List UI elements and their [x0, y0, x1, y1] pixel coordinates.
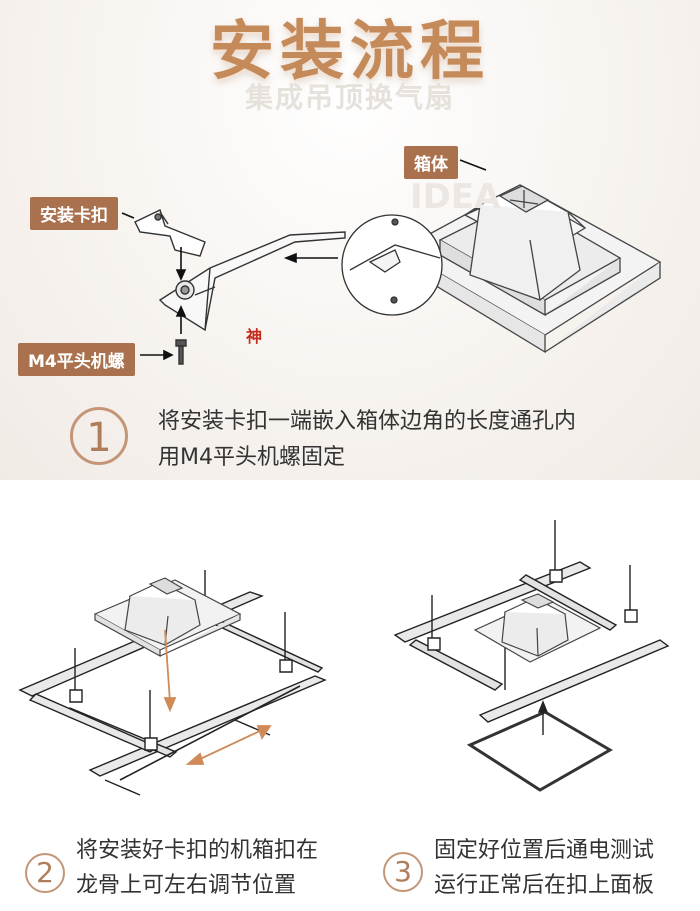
step1-number: 1: [70, 407, 128, 465]
step2-arrows: [163, 629, 272, 765]
step3-text-line2: 运行正常后在扣上面板: [434, 873, 655, 898]
step3-panel: [466, 710, 613, 792]
watermark-text: 神: [246, 327, 263, 346]
step1-text-line2: 用M4平头机螺固定: [158, 445, 345, 470]
magnifier-circle: [341, 214, 443, 316]
step3-grid: [393, 520, 670, 723]
page-subtitle: 集成吊顶换气扇: [244, 81, 455, 114]
step3-number: 3: [383, 852, 423, 892]
step2-grid: [18, 570, 330, 796]
clip-detail: [134, 209, 346, 365]
step1-diagram: IDEA: [121, 159, 662, 365]
step3-arrow: [537, 700, 549, 735]
box-diagram: [398, 184, 662, 354]
step2-number: 2: [25, 853, 65, 893]
step1-text-line1: 将安装卡扣一端嵌入箱体边角的长度通孔内: [158, 409, 577, 434]
step2-text-line2: 龙骨上可左右调节位置: [76, 873, 297, 898]
label-clip: 安装卡扣: [30, 197, 118, 230]
label-box: 箱体: [404, 146, 458, 179]
step3-text-line1: 固定好位置后通电测试: [434, 838, 655, 863]
step2-text-line1: 将安装好卡扣的机箱扣在: [76, 838, 319, 863]
step3-box: [473, 593, 602, 663]
label-screw: M4平头机螺: [18, 343, 135, 376]
step2-box: [93, 577, 242, 658]
decorative-bg-text: IDEA: [410, 177, 501, 217]
page-title: 安装流程: [210, 15, 490, 89]
